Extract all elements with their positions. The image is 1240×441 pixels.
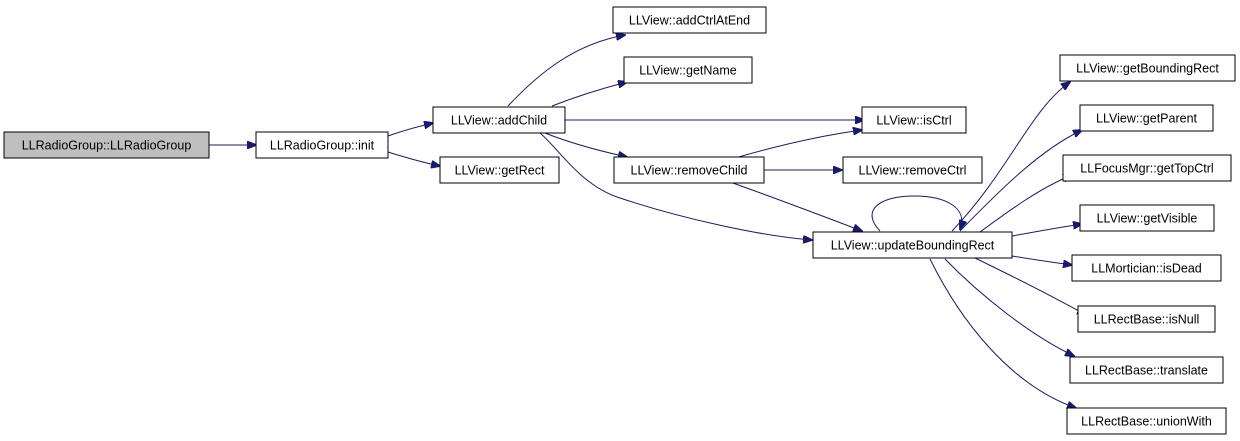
node-label: LLView::isCtrl xyxy=(876,114,951,128)
node-label: LLView::getParent xyxy=(1096,112,1198,126)
node-llradiogroup-init[interactable]: LLRadioGroup::init xyxy=(255,131,389,159)
node-llview-addctrlatend[interactable]: LLView::addCtrlAtEnd xyxy=(612,6,767,34)
node-llview-getname[interactable]: LLView::getName xyxy=(623,56,753,84)
edge-removechild-to-isctrl xyxy=(734,130,862,159)
node-label: LLView::getRect xyxy=(455,164,545,178)
node-llview-getboundingrect[interactable]: LLView::getBoundingRect xyxy=(1059,54,1236,82)
edge-updateboundingrect-to-isdead xyxy=(1011,255,1072,265)
edge-updateboundingrect-to-unionwith xyxy=(929,258,1076,408)
edge-updateboundingrect-to-translate xyxy=(944,258,1074,356)
node-llview-addchild[interactable]: LLView::addChild xyxy=(432,106,566,134)
edge-updateboundingrect-self-loop xyxy=(871,195,962,232)
node-label: LLView::updateBoundingRect xyxy=(831,239,995,253)
edge-init-to-addchild xyxy=(387,123,433,137)
node-label: LLRectBase::translate xyxy=(1085,364,1208,378)
node-label: LLRectBase::unionWith xyxy=(1081,415,1212,429)
edge-addchild-to-updateboundingrect xyxy=(539,132,812,240)
edge-updateboundingrect-to-getvisible xyxy=(1011,224,1082,237)
edge-addchild-to-removechild xyxy=(544,132,627,157)
edge-updateboundingrect-to-isnull xyxy=(974,257,1086,315)
edge-addchild-to-getname xyxy=(551,82,627,107)
node-label: LLView::getName xyxy=(639,64,737,78)
edge-updateboundingrect-to-getboundingrect xyxy=(951,82,1070,232)
node-llradiogroup-constructor[interactable]: LLRadioGroup::LLRadioGroup xyxy=(3,131,210,159)
node-label: LLView::getBoundingRect xyxy=(1076,62,1219,76)
node-llview-getrect[interactable]: LLView::getRect xyxy=(439,156,560,184)
node-label: LLView::removeCtrl xyxy=(859,164,967,178)
edge-addchild-to-addctrlatend xyxy=(507,35,625,107)
node-layer: LLRadioGroup::LLRadioGroup LLRadioGroup:… xyxy=(3,6,1236,435)
node-llview-isctrl[interactable]: LLView::isCtrl xyxy=(861,106,967,134)
node-label: LLView::removeChild xyxy=(631,164,748,178)
edge-init-to-getrect xyxy=(387,151,440,166)
node-llview-getvisible[interactable]: LLView::getVisible xyxy=(1079,204,1215,232)
node-label: LLView::getVisible xyxy=(1097,212,1198,226)
edge-updateboundingrect-to-gettopctrl xyxy=(979,175,1072,233)
node-label: LLRadioGroup::LLRadioGroup xyxy=(22,139,192,153)
node-label: LLMortician::isDead xyxy=(1091,262,1202,276)
node-label: LLView::addChild xyxy=(451,114,547,128)
edge-removechild-to-updateboundingrect xyxy=(729,181,862,231)
node-llrectbase-translate[interactable]: LLRectBase::translate xyxy=(1069,356,1224,384)
node-label: LLRadioGroup::init xyxy=(270,139,375,153)
node-llview-getparent[interactable]: LLView::getParent xyxy=(1079,104,1214,132)
node-label: LLFocusMgr::getTopCtrl xyxy=(1080,162,1213,176)
node-llview-updateboundingrect[interactable]: LLView::updateBoundingRect xyxy=(812,231,1013,259)
edge-layer xyxy=(209,35,1086,408)
node-llrectbase-isnull[interactable]: LLRectBase::isNull xyxy=(1077,305,1216,333)
node-llmortician-isdead[interactable]: LLMortician::isDead xyxy=(1071,254,1222,282)
node-llview-removechild[interactable]: LLView::removeChild xyxy=(613,156,765,184)
edge-updateboundingrect-to-getparent xyxy=(959,130,1082,232)
node-llfocusmgr-gettopctrl[interactable]: LLFocusMgr::getTopCtrl xyxy=(1062,154,1232,182)
node-label: LLRectBase::isNull xyxy=(1094,313,1200,327)
node-llview-removectrl[interactable]: LLView::removeCtrl xyxy=(842,156,983,184)
node-llrectbase-unionwith[interactable]: LLRectBase::unionWith xyxy=(1066,407,1227,435)
node-label: LLView::addCtrlAtEnd xyxy=(629,14,750,28)
